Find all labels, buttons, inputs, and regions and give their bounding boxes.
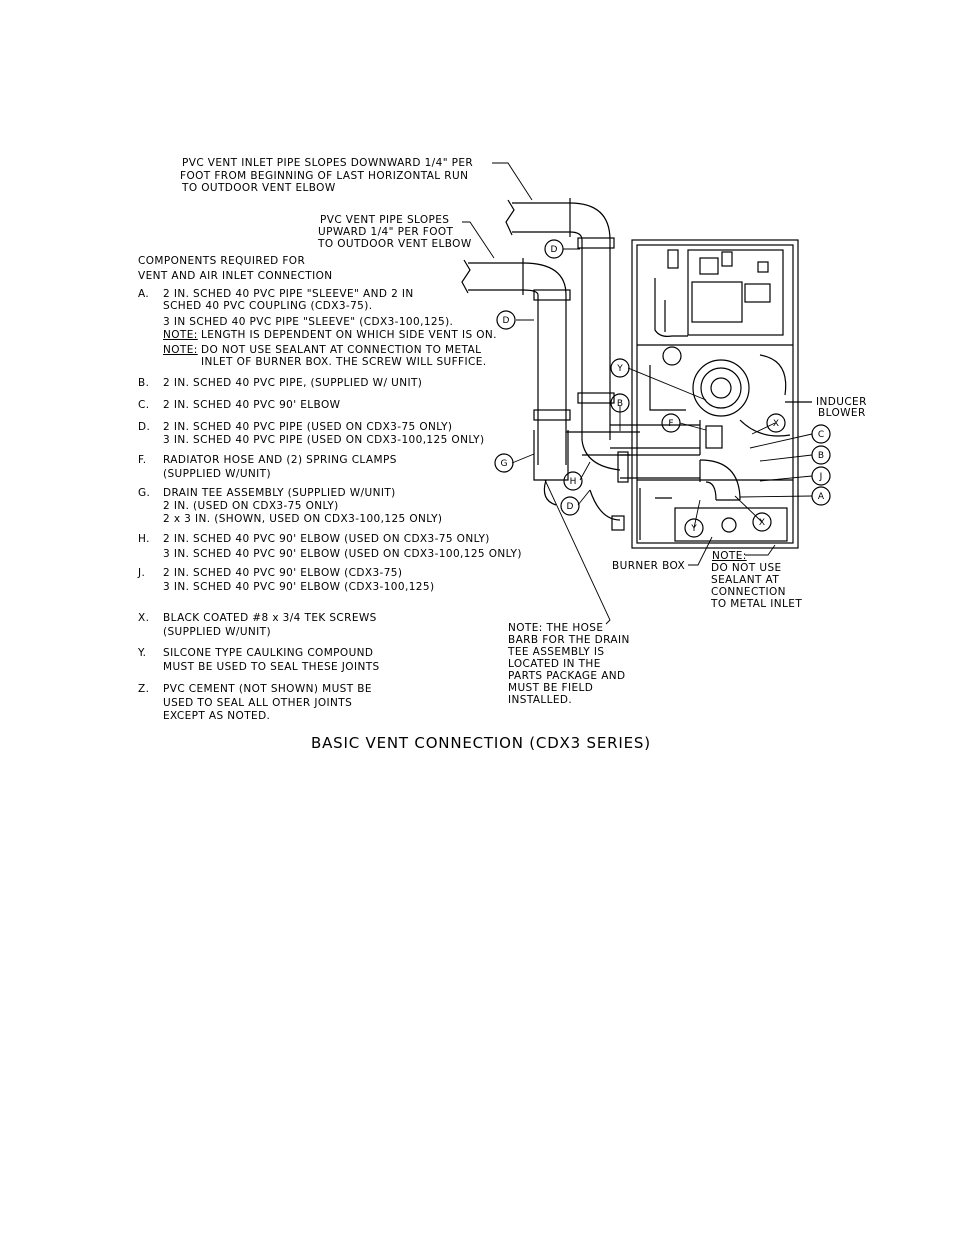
item-h-line-1: 2 IN. SCHED 40 PVC 90' ELBOW (USED ON CD… [163,533,490,545]
vent-pipe-note-line-2: UPWARD 1/4" PER FOOT [318,226,454,238]
sealant-note-line-4: TO METAL INLET [711,598,803,610]
bubble-f: F [668,419,673,429]
item-y-line-1: SILCONE TYPE CAULKING COMPOUND [163,647,374,659]
item-z-key: Z. [138,683,150,695]
hose-note-line-7: INSTALLED. [508,694,573,706]
bubble-y-2: Y [690,524,697,534]
item-x-line-2: (SUPPLIED W/UNIT) [163,626,271,638]
item-z-line-1: PVC CEMENT (NOT SHOWN) MUST BE [163,683,372,695]
sealant-note-line-1: DO NOT USE [711,562,782,574]
item-j-line-2: 3 IN. SCHED 40 PVC 90' ELBOW (CDX3-100,1… [163,581,435,593]
bubble-b-2: B [818,451,824,461]
item-g-key: G. [138,487,151,499]
hose-note-line-6: MUST BE FIELD [508,682,594,694]
callout-bubbles [494,239,831,538]
hose-note-line-1: NOTE: THE HOSE [508,622,604,634]
sealant-note-line-2: SEALANT AT [711,574,780,586]
item-g-line-2: 2 IN. (USED ON CDX3-75 ONLY) [163,500,339,512]
item-b-line-1: 2 IN. SCHED 40 PVC PIPE, (SUPPLIED W/ UN… [163,377,423,389]
item-f-key: F. [138,454,147,466]
item-g-line-3: 2 x 3 IN. (SHOWN, USED ON CDX3-100,125 O… [163,513,443,525]
bubble-a: A [818,492,825,502]
item-a-note2-label: NOTE: [163,344,198,356]
bubble-d-1: D [551,245,558,255]
item-h-line-2: 3 IN. SCHED 40 PVC 90' ELBOW (USED ON CD… [163,548,522,560]
vent-pipes [468,198,741,521]
components-header-2: VENT AND AIR INLET CONNECTION [138,270,333,282]
burner-box [611,488,788,542]
furnace-cabinet [631,239,799,549]
figure-caption: BASIC VENT CONNECTION (CDX3 SERIES) [311,734,651,752]
item-j-line-1: 2 IN. SCHED 40 PVC 90' ELBOW (CDX3-75) [163,567,403,579]
hose-note-line-4: LOCATED IN THE [508,658,601,670]
item-a-note1: LENGTH IS DEPENDENT ON WHICH SIDE VENT I… [201,329,497,341]
bubble-g: G [501,459,508,469]
item-a-line-3: 3 IN SCHED 40 PVC PIPE "SLEEVE" (CDX3-10… [163,316,454,328]
bubble-c: C [818,430,824,440]
item-d-line-2: 3 IN. SCHED 40 PVC PIPE (USED ON CDX3-10… [163,434,485,446]
hose-note-line-5: PARTS PACKAGE AND [508,670,626,682]
item-x-key: X. [138,612,150,624]
item-d-line-1: 2 IN. SCHED 40 PVC PIPE (USED ON CDX3-75… [163,421,453,433]
item-z-line-3: EXCEPT AS NOTED. [163,710,271,722]
hose-note-line-3: TEE ASSEMBLY IS [508,646,605,658]
control-board [654,249,784,337]
item-d-key: D. [138,421,151,433]
bubble-h: H [570,477,577,487]
inlet-pipe-note-line-2: FOOT FROM BEGINNING OF LAST HORIZONTAL R… [180,170,469,182]
inducer-blower [649,346,812,437]
inlet-pipe-note-line-3: TO OUTDOOR VENT ELBOW [182,182,336,194]
item-y-line-2: MUST BE USED TO SEAL THESE JOINTS [163,661,380,673]
item-y-key: Y. [138,647,147,659]
item-f-line-1: RADIATOR HOSE AND (2) SPRING CLAMPS [163,454,397,466]
bubble-x-1: X [773,419,779,429]
inlet-pipe-note-line-1: PVC VENT INLET PIPE SLOPES DOWNWARD 1/4"… [182,157,474,169]
bubble-y-1: Y [616,364,623,374]
item-b-key: B. [138,377,150,389]
item-a-key: A. [138,288,150,300]
vent-pipe-note-line-1: PVC VENT PIPE SLOPES [320,214,450,226]
item-a-line-1: 2 IN. SCHED 40 PVC PIPE "SLEEVE" AND 2 I… [163,288,414,300]
bubble-b-1: B [617,399,623,409]
inducer-label-1: INDUCER [816,396,867,408]
pipe-break-marks [461,199,515,294]
item-j-key: J. [138,567,146,579]
item-a-note2b: INLET OF BURNER BOX. THE SCREW WILL SUFF… [201,356,487,368]
item-a-note2: DO NOT USE SEALANT AT CONNECTION TO META… [201,344,482,356]
sealant-note-line-3: CONNECTION [711,586,786,598]
item-c-key: C. [138,399,150,411]
bubble-d-3: D [567,502,574,512]
burner-box-label: BURNER BOX [612,560,686,572]
item-a-note1-label: NOTE: [163,329,198,341]
item-c-line-1: 2 IN. SCHED 40 PVC 90' ELBOW [163,399,341,411]
components-header-1: COMPONENTS REQUIRED FOR [138,255,306,267]
bubble-x-2: X [759,518,765,528]
item-g-line-1: DRAIN TEE ASSEMBLY (SUPPLIED W/UNIT) [163,487,396,499]
hose-note-line-2: BARB FOR THE DRAIN [508,634,630,646]
sealant-note-label: NOTE: [712,550,747,562]
item-x-line-1: BLACK COATED #8 x 3/4 TEK SCREWS [163,612,377,624]
item-f-line-2: (SUPPLIED W/UNIT) [163,468,271,480]
item-a-line-2: SCHED 40 PVC COUPLING (CDX3-75). [163,300,373,312]
inducer-label-2: BLOWER [818,407,866,419]
bubble-j: J [819,472,823,482]
vent-pipe-note-line-3: TO OUTDOOR VENT ELBOW [318,238,472,250]
bubble-d-2: D [503,316,510,326]
item-z-line-2: USED TO SEAL ALL OTHER JOINTS [163,697,353,709]
item-h-key: H. [138,533,150,545]
